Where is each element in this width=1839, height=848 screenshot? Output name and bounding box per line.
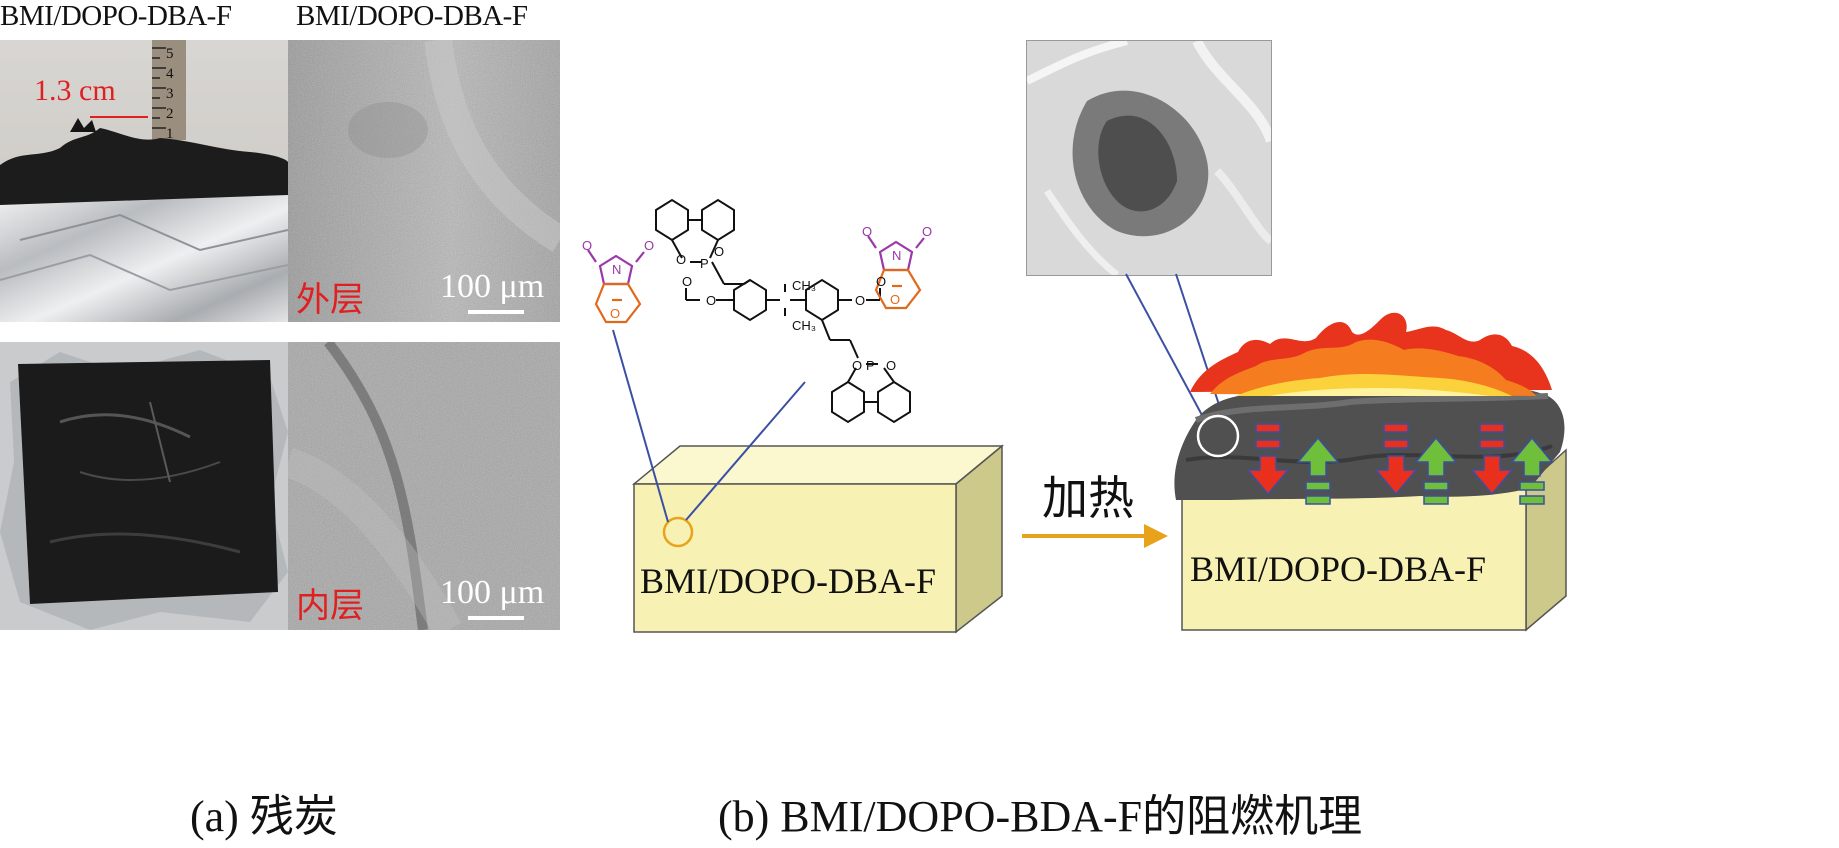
atom-ch3: CH₃ [792,278,816,293]
atom-p: P [700,256,709,271]
heat-in-arrow-2 [1374,423,1418,496]
atom-n: N [892,248,901,263]
atom-o: O [886,358,896,373]
atom-o: O [890,292,900,307]
atom-o: O [855,293,865,308]
maleimide-labels: N O O N O O [582,224,932,277]
atom-o: O [610,306,620,321]
sem-char-inset [1026,40,1272,276]
atom-o: O [714,244,724,259]
atom-p: P [866,358,875,373]
inner-layer-label: 内层 [296,586,364,626]
ruler-digit: 3 [166,86,174,102]
outer-layer-label: 外层 [296,280,364,320]
ruler-digit: 5 [166,46,174,62]
atom-o: O [852,358,862,373]
atom-n: N [612,262,621,277]
height-label: 1.3 cm [34,74,116,107]
maleimide-right [867,235,925,272]
sample-spot-circle [662,516,694,548]
gas-out-arrow-2 [1414,436,1458,505]
atom-labels: O P O O O O O CH₃ CH₃ P O O [676,244,896,373]
maleimide-left [587,249,645,286]
gas-out-arrow-3 [1510,436,1554,505]
atom-o: O [676,252,686,267]
gas-out-arrow-1 [1296,436,1340,505]
header-right: BMI/DOPO-DBA-F [296,0,528,32]
ruler-digit: 4 [166,66,174,82]
inset-connector-left [1125,273,1211,431]
heat-arrow [1022,524,1168,548]
furan-right [874,268,922,310]
char-top-photo [0,342,288,630]
atom-o: O [922,224,932,239]
heat-label: 加热 [1042,471,1134,525]
heat-in-arrow-1 [1246,423,1290,496]
sem-inner-layer [288,342,560,630]
chemical-structure [655,198,911,424]
atom-o: O [644,238,654,253]
header-left: BMI/DOPO-DBA-F [0,0,232,32]
block-left-label: BMI/DOPO-DBA-F [640,561,937,601]
ruler-digit: 2 [166,106,174,122]
caption-b: (b) BMI/DOPO-BDA-F的阻燃机理 [718,792,1363,841]
block-right-label: BMI/DOPO-DBA-F [1190,549,1487,589]
atom-o: O [582,238,592,253]
char-layer [1174,386,1565,500]
atom-o: O [862,224,872,239]
scale-label-top: 100 μm [440,268,545,305]
atom-ch3: CH₃ [792,318,816,333]
scale-label-bottom: 100 μm [440,574,545,611]
inset-connector-right [1175,273,1227,427]
ruler-digit: 1 [166,126,174,142]
sem-outer-layer [288,40,560,322]
molecule-connector-right [685,381,806,521]
char-side-photo [0,40,288,322]
molecule-connector-left [612,329,669,523]
furan-left [594,282,642,324]
furan-labels: O O [610,292,900,321]
atom-o: O [682,274,692,289]
atom-o: O [706,293,716,308]
scale-bar-top [468,310,524,314]
char-detail-circle [1196,414,1240,458]
ruler-digits: 5 4 3 2 1 [166,44,174,144]
heat-in-arrow-3 [1470,423,1514,496]
flame-icon [1190,312,1552,396]
caption-a: (a) 残炭 [190,792,338,841]
material-block-right [1181,448,1567,632]
atom-o: O [876,274,886,289]
scale-bar-bottom [468,616,524,620]
